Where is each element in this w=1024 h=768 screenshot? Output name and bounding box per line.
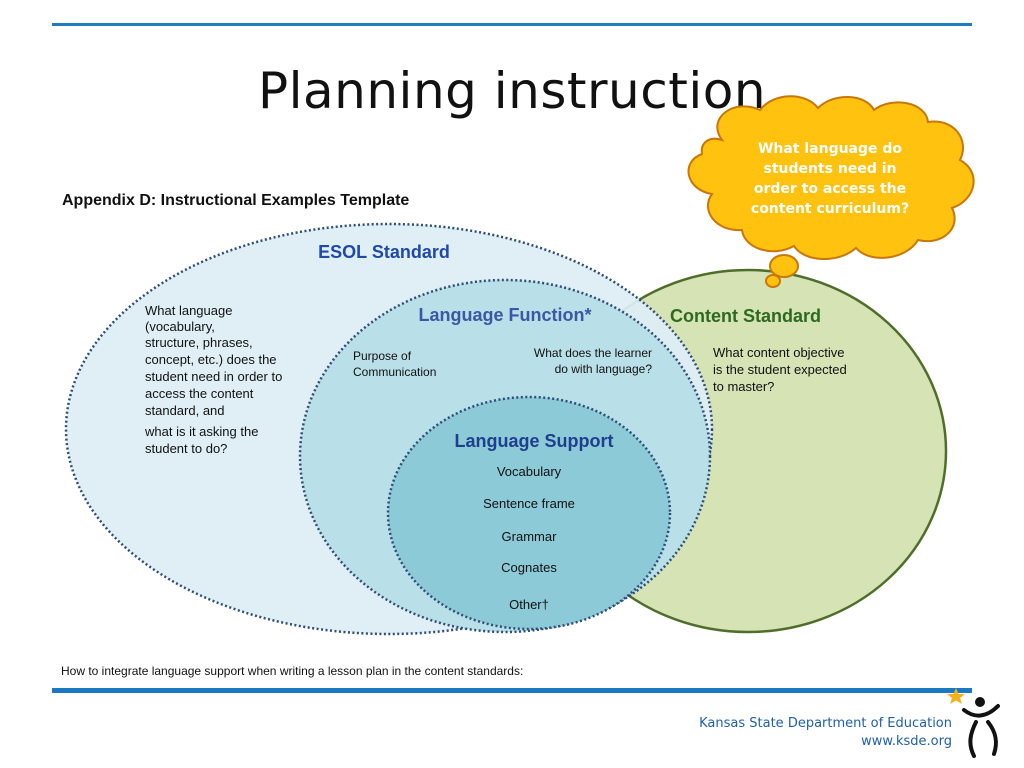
language-function-label: Language Function* (419, 305, 592, 325)
top-rule (52, 23, 972, 26)
cloud-shape (687, 95, 975, 261)
svg-text:student to do?: student to do? (145, 441, 227, 456)
language-support-items: Vocabulary Sentence frame Grammar Cognat… (483, 464, 575, 612)
svg-text:Purpose of: Purpose of (353, 349, 412, 363)
slide-title: Planning instruction (257, 62, 767, 120)
svg-text:Communication: Communication (353, 365, 436, 379)
esol-standard-label: ESOL Standard (318, 242, 450, 262)
content-standard-description: What content objective is the student ex… (713, 345, 847, 394)
cloud-bubble-small (765, 274, 781, 288)
svg-text:is the student expected: is the student expected (713, 362, 847, 377)
svg-text:What does the learner: What does the learner (534, 346, 652, 360)
svg-text:(vocabulary,: (vocabulary, (145, 319, 215, 334)
appendix-footer-note: How to integrate language support when w… (61, 664, 523, 678)
svg-text:standard, and: standard, and (145, 403, 225, 418)
thought-cloud-callout: What language do students need in order … (687, 95, 975, 288)
language-function-question: What does the learner do with language? (534, 346, 652, 376)
svg-text:to master?: to master? (713, 379, 774, 394)
ksde-figure-logo-icon (947, 688, 1000, 758)
svg-text:structure, phrases,: structure, phrases, (145, 335, 253, 350)
svg-text:access the content: access the content (145, 386, 254, 401)
callout-line: What language do (758, 141, 902, 157)
esol-description: What language (vocabulary, structure, ph… (144, 303, 282, 456)
content-standard-label: Content Standard (670, 306, 821, 326)
svg-text:What content objective: What content objective (713, 345, 845, 360)
support-item: Cognates (501, 560, 557, 575)
bottom-rule (52, 688, 972, 693)
language-support-label: Language Support (455, 431, 614, 451)
svg-text:student need in order to: student need in order to (145, 369, 282, 384)
language-function-purpose: Purpose of Communication (353, 349, 436, 379)
language-support-ellipse (386, 395, 672, 631)
support-item: Grammar (502, 529, 558, 544)
support-item: Sentence frame (483, 496, 575, 511)
callout-line: students need in (764, 161, 897, 177)
svg-text:what is it asking the: what is it asking the (144, 424, 258, 439)
support-item: Vocabulary (497, 464, 562, 479)
callout-line: content curriculum? (751, 201, 909, 217)
svg-text:What language: What language (145, 303, 232, 318)
svg-text:do with language?: do with language? (555, 362, 653, 376)
support-item: Other† (509, 597, 549, 612)
footer-org-name: Kansas State Department of Education (699, 716, 952, 731)
footer-url: www.ksde.org (861, 734, 952, 749)
cloud-bubble-large (769, 254, 799, 278)
appendix-heading: Appendix D: Instructional Examples Templ… (62, 192, 409, 209)
callout-line: order to access the (754, 181, 906, 197)
svg-text:concept, etc.) does the: concept, etc.) does the (145, 352, 277, 367)
